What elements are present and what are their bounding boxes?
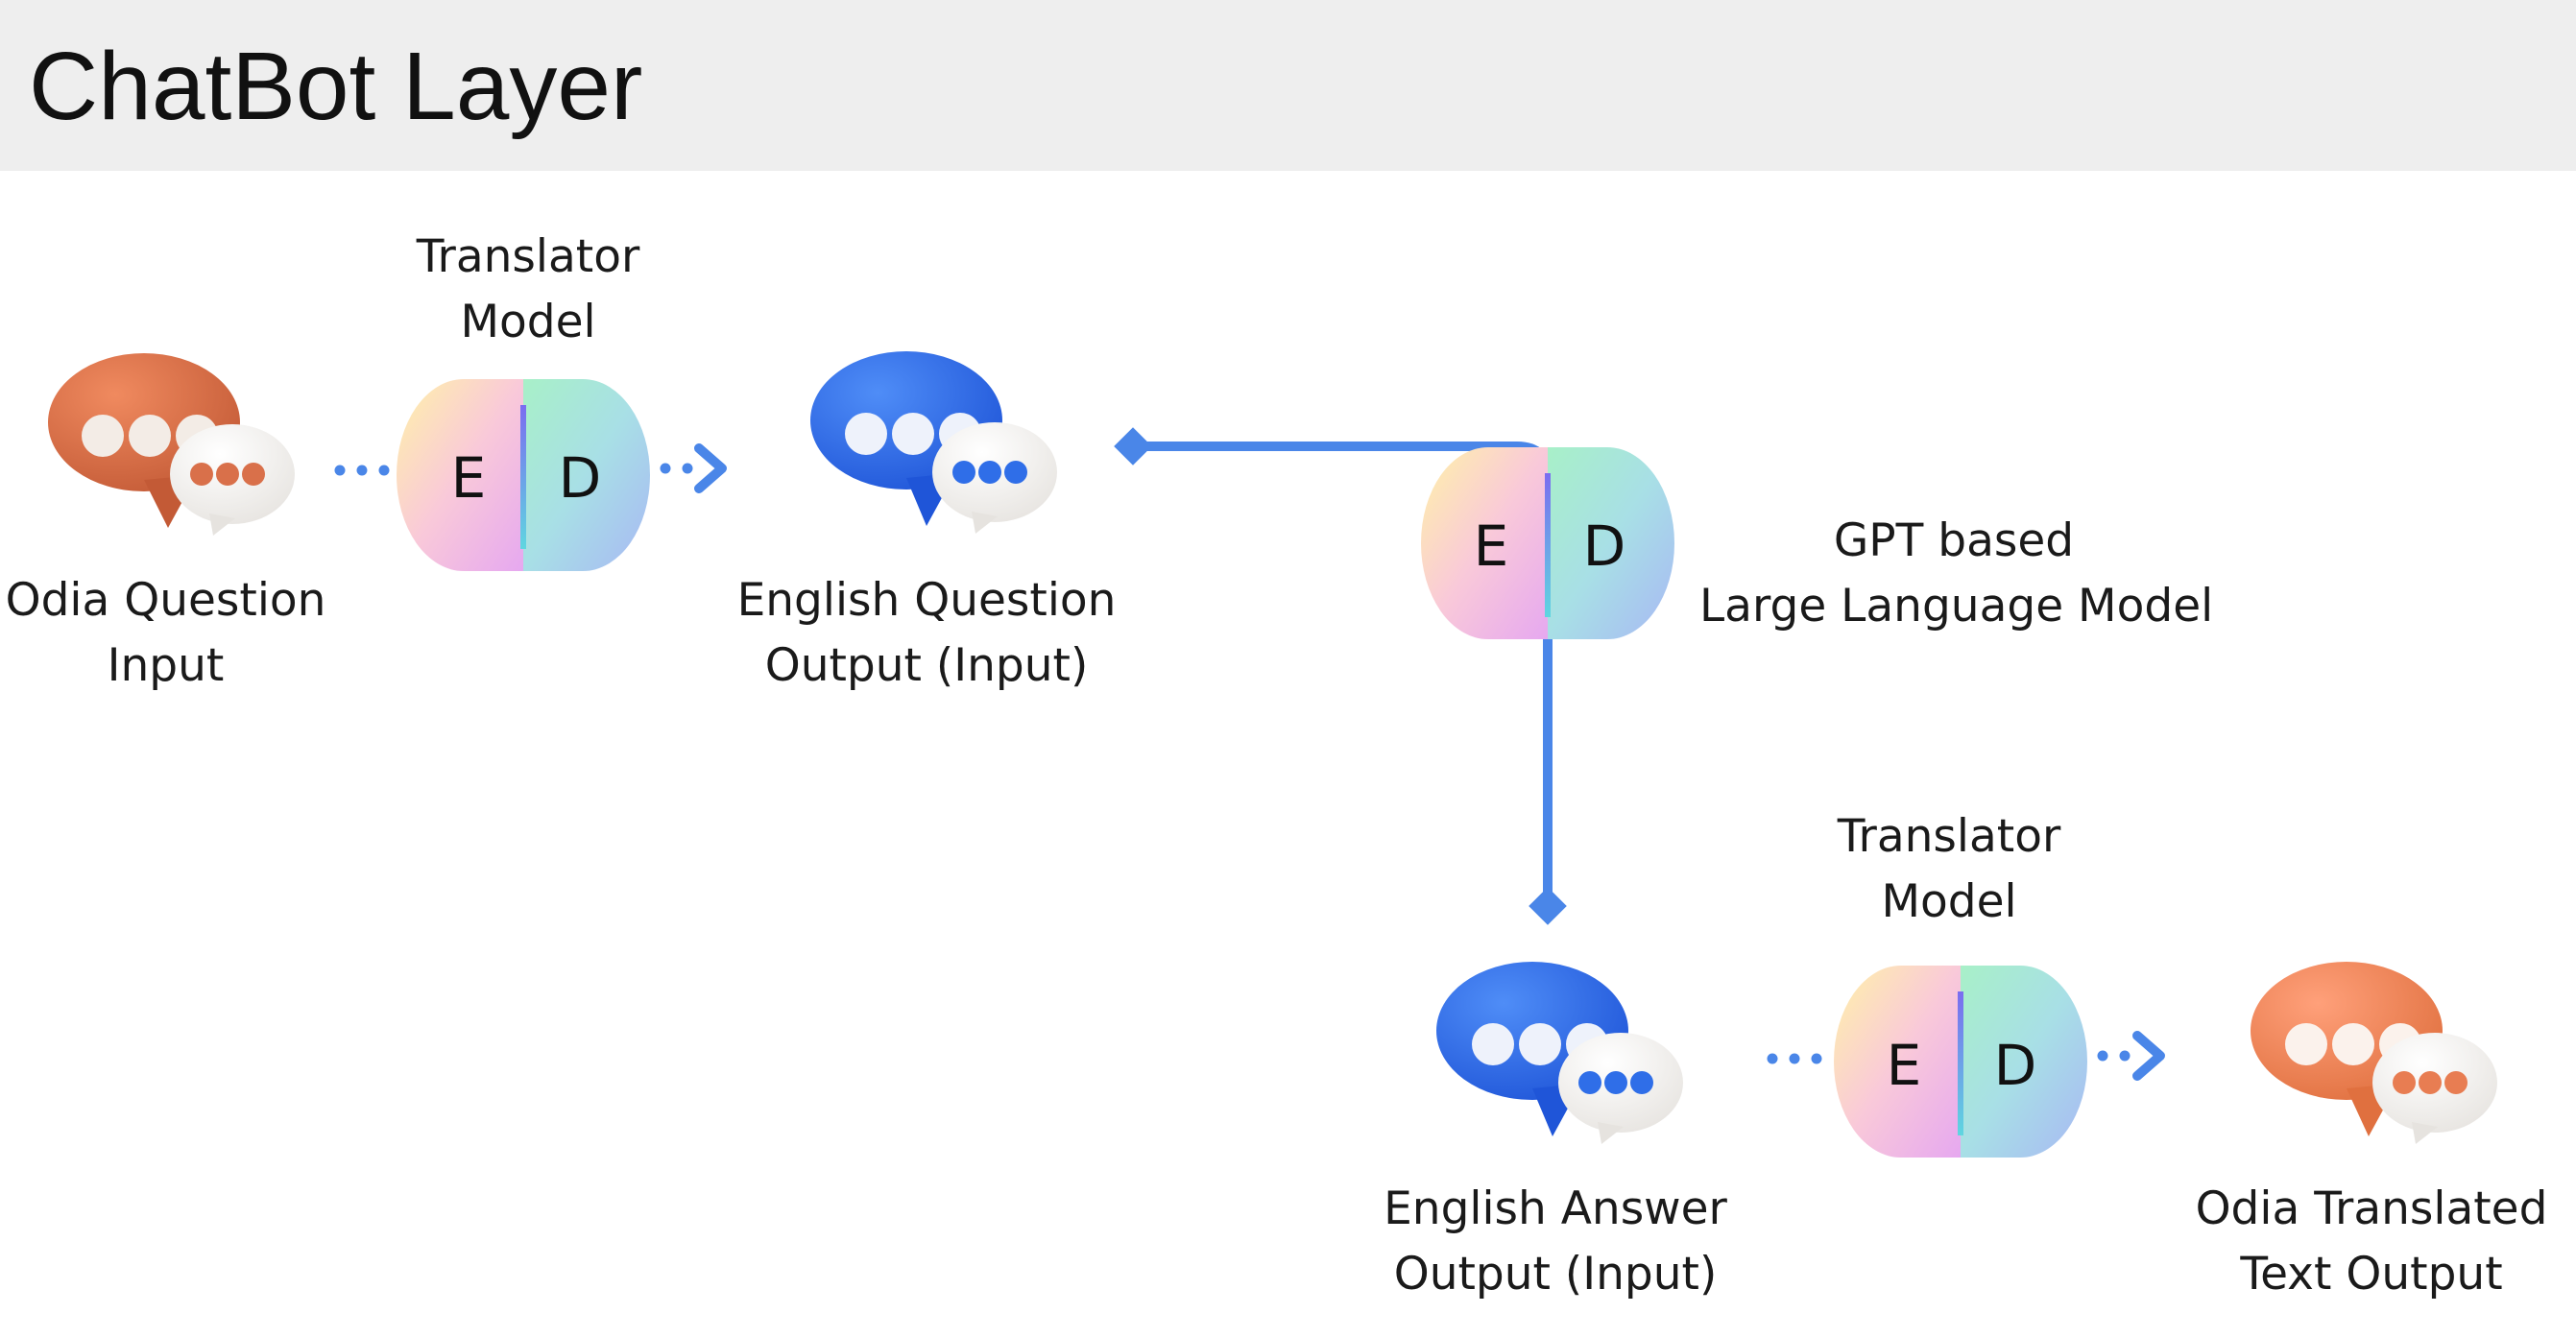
decoder-block bbox=[523, 379, 650, 571]
encoder-block bbox=[1834, 966, 1961, 1158]
title-bar: ChatBot Layer bbox=[0, 0, 2576, 171]
translator-model-top-label: Translator Model bbox=[416, 230, 640, 348]
english-question-output-label: English Question Output (Input) bbox=[736, 574, 1117, 692]
translator-model-bottom-label: Translator Model bbox=[1837, 810, 2061, 928]
chat-bubble-icon-orange-output bbox=[2251, 962, 2497, 1144]
connector-end-diamond bbox=[1529, 887, 1567, 925]
connector-start-diamond bbox=[1114, 427, 1152, 466]
llm-model: E D bbox=[1421, 447, 1674, 639]
odia-question-input-label: Odia Question Input bbox=[5, 574, 326, 692]
decoder-letter: D bbox=[1994, 1033, 2037, 1098]
dotted-arrow-1 bbox=[334, 465, 390, 476]
chat-bubble-icon-orange-input bbox=[48, 353, 295, 536]
page-title: ChatBot Layer bbox=[29, 33, 643, 140]
translator-model-bottom: E D bbox=[1834, 966, 2087, 1158]
encoder-block bbox=[1421, 447, 1548, 639]
decoder-letter: D bbox=[1583, 513, 1626, 579]
translator-model-top: E D bbox=[397, 379, 650, 571]
llm-label: GPT based Large Language Model bbox=[1699, 514, 2214, 633]
english-answer-output-label: English Answer Output (Input) bbox=[1384, 1182, 1727, 1301]
encoder-decoder-divider bbox=[1545, 473, 1551, 617]
encoder-letter: E bbox=[451, 445, 487, 511]
encoder-decoder-divider bbox=[520, 405, 526, 549]
dotted-arrow-2 bbox=[660, 443, 727, 493]
encoder-letter: E bbox=[1474, 513, 1509, 579]
decoder-block bbox=[1961, 966, 2087, 1158]
encoder-decoder-divider bbox=[1958, 991, 1963, 1135]
decoder-block bbox=[1548, 447, 1674, 639]
encoder-block bbox=[397, 379, 523, 571]
encoder-letter: E bbox=[1887, 1033, 1922, 1098]
decoder-letter: D bbox=[559, 445, 602, 511]
odia-translated-output-label: Odia Translated Text Output bbox=[2195, 1182, 2548, 1301]
dotted-arrow-4 bbox=[2097, 1031, 2165, 1081]
chat-bubble-icon-blue-answer bbox=[1436, 962, 1683, 1144]
chat-bubble-icon-blue-question bbox=[810, 351, 1057, 534]
dotted-arrow-3 bbox=[1767, 1053, 1822, 1064]
